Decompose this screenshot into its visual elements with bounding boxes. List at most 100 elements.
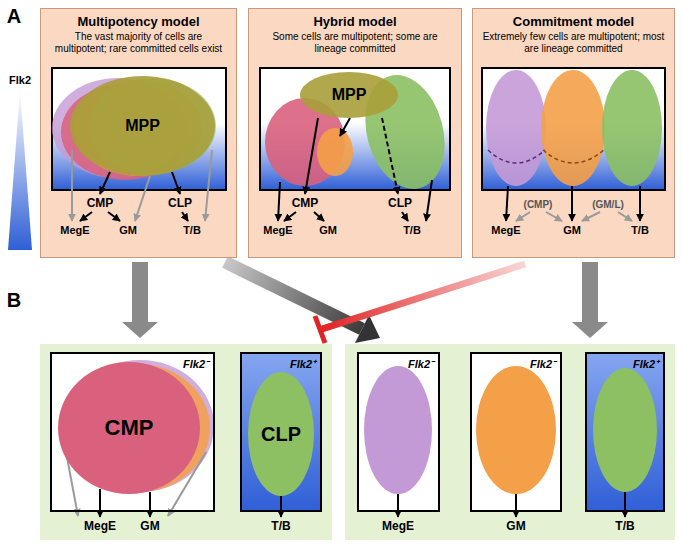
lineage-arrow (80, 212, 92, 221)
flk2-box: Flk2⁻ (357, 352, 440, 512)
lineage-label: T/B (403, 224, 421, 236)
panel-subtitle: Extremely few cells are multipotent; mos… (473, 29, 674, 54)
lineage-arrow (305, 118, 318, 194)
flk2-gradient-box (52, 68, 226, 190)
lineage-arrow (135, 176, 150, 221)
lineage-label: CMP (87, 197, 114, 210)
panel-ground (248, 8, 462, 258)
panel-ground (40, 344, 332, 540)
big-arrow (572, 262, 608, 338)
model-panel: Commitment modelExtremely few cells are … (472, 8, 675, 258)
lineage-arrow (571, 186, 573, 221)
lineage-arrow (284, 212, 296, 221)
lineage-label: T/B (615, 520, 634, 533)
flk2-tag: Flk2⁻ (530, 356, 556, 371)
flk2-tag: Flk2⁻ (183, 356, 209, 371)
panel-letter: B (7, 289, 21, 311)
flk2-gradient-triangle (8, 90, 32, 250)
population-name: CMP (105, 415, 154, 441)
lineage-arrow (340, 118, 350, 136)
ellipse-fill (248, 372, 314, 496)
ellipse-fill (58, 362, 200, 494)
ellipse-fill (300, 72, 398, 118)
big-arrow-shaft (225, 262, 362, 329)
dashed-boundary (543, 150, 604, 163)
box-ground (470, 352, 562, 512)
box-ground (50, 352, 215, 512)
lineage-arrow (516, 212, 530, 221)
box-ground (585, 352, 665, 512)
flk2-box: Flk2⁺ CLP (240, 352, 322, 512)
dashed-boundary (488, 150, 545, 163)
panel-ground (40, 8, 237, 258)
lineage-arrow (205, 150, 212, 221)
lineage-arrow (624, 492, 626, 517)
lineage-ellipse (364, 366, 432, 494)
ellipse-fill (70, 76, 215, 176)
lineage-label: T/B (183, 224, 201, 236)
big-arrow (122, 262, 158, 338)
lineage-ellipse (593, 368, 657, 492)
inhibition-line (322, 264, 525, 329)
lineage-arrow (149, 492, 151, 517)
panel-subtitle: The vast majority of cells are multipote… (41, 29, 236, 54)
lineage-ellipse (476, 366, 556, 494)
lineage-label: MegE (60, 224, 89, 236)
lineage-arrow (582, 212, 600, 221)
lineage-label: MegE (491, 224, 520, 236)
lineage-label: GM (506, 520, 525, 533)
population-name: MPP (125, 117, 160, 135)
lineage-label: (GM/L) (592, 199, 624, 210)
panel-title: Commitment model (473, 9, 674, 29)
cell-population-ellipse: CMP (58, 362, 200, 494)
lineage-arrow (402, 212, 408, 221)
panel-subtitle: Some cells are multipotent; some are lin… (249, 29, 461, 54)
lineage-arrow (108, 212, 120, 221)
panel-title: Multipotency model (41, 9, 236, 29)
inhibition-bar (315, 316, 325, 343)
lineage-arrow (182, 212, 188, 221)
flk2-box: Flk2⁻ CMP (50, 352, 215, 512)
lineage-arrow (280, 496, 282, 517)
cell-population-ellipse: CLP (248, 372, 314, 496)
lineage-arrow (506, 186, 508, 221)
lineage-label: MegE (382, 520, 414, 533)
panel-title: Hybrid model (249, 9, 461, 29)
lineage-label: CMP (292, 197, 319, 210)
model-panel: Hybrid modelSome cells are multipotent; … (248, 8, 462, 258)
lineage-label: GM (140, 520, 159, 533)
lineage-label: (CMP) (524, 199, 553, 210)
lineage-arrow (639, 186, 641, 221)
lineage-arrow (100, 172, 110, 194)
population-name: MPP (332, 86, 367, 104)
lineage-arrow (278, 182, 280, 221)
lineage-arrow (172, 172, 180, 194)
lineage-label: T/B (631, 224, 649, 236)
flk2-tag: Flk2⁻ (408, 356, 434, 371)
panel-ground (472, 8, 675, 258)
lineage-label: GM (563, 224, 581, 236)
panel-ground (345, 344, 675, 540)
flk2-box: Flk2⁻ (470, 352, 562, 512)
lineage-label: GM (319, 224, 337, 236)
box-ground (357, 352, 440, 512)
lineage-arrow (382, 118, 398, 194)
cell-population-ellipse: MPP (70, 76, 215, 176)
flk2-box: Flk2⁺ (585, 352, 665, 512)
lineage-ellipse (541, 70, 605, 186)
lineage-arrow (71, 150, 73, 221)
lineage-label: CLP (388, 197, 412, 210)
axis-label: Flk2 (9, 74, 31, 86)
lineage-ellipse (317, 128, 353, 176)
lineage-arrow (618, 212, 632, 221)
population-name: CLP (261, 423, 301, 446)
panel-letter: A (7, 5, 21, 27)
flk2-tag: Flk2⁺ (290, 356, 316, 371)
lineage-ellipse (602, 70, 662, 186)
lineage-ellipse (486, 70, 546, 186)
lineage-label: GM (119, 224, 137, 236)
lineage-arrow (99, 489, 101, 517)
cell-population-ellipse: MPP (300, 72, 398, 118)
lineage-arrow (546, 212, 562, 221)
lineage-label: T/B (271, 520, 290, 533)
